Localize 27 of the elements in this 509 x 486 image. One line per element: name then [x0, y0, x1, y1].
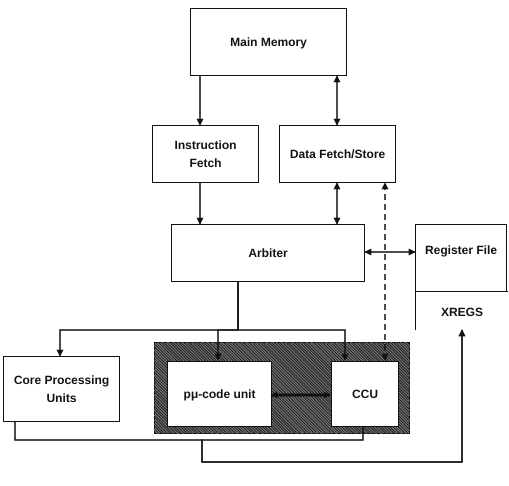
node-label: Core Processing Units: [12, 372, 110, 407]
shaded-region: [154, 342, 410, 434]
process-box: [152, 125, 259, 183]
arrow: [196, 183, 204, 225]
node-label: CCU: [351, 386, 379, 403]
process-box: [279, 125, 396, 183]
arbiter-box: [171, 224, 365, 282]
arrow: [364, 248, 416, 256]
arrow: [382, 182, 388, 361]
memory-box: [190, 8, 347, 76]
node-label: pμ-code unit: [182, 386, 256, 403]
node-label: Data Fetch/Store: [288, 146, 386, 163]
arrow: [201, 329, 466, 463]
node-label: Register File: [424, 242, 498, 259]
arrow: [237, 282, 348, 361]
arrow: [334, 182, 340, 225]
arrow: [270, 392, 331, 398]
process-box: [167, 361, 272, 427]
process-box: [331, 361, 399, 427]
node-label: Arbiter: [247, 245, 289, 262]
arrow: [196, 76, 204, 126]
node-label: XREGS: [440, 304, 484, 320]
node-label: Instruction Fetch: [174, 137, 238, 172]
arrow: [334, 75, 340, 126]
node-label: Main Memory: [229, 34, 308, 51]
register-file-box: [415, 224, 507, 330]
process-box: [3, 356, 120, 422]
